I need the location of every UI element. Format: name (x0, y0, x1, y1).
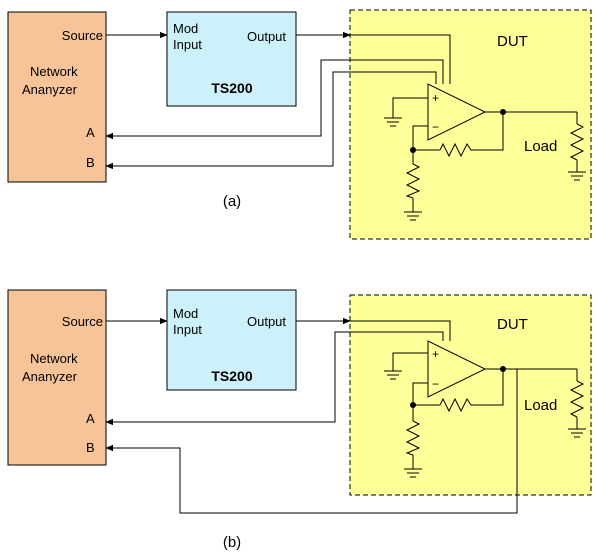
inverting-node (410, 402, 416, 408)
port-a-label: A (86, 125, 95, 140)
opamp-minus: − (432, 377, 439, 391)
port-a-wire (105, 331, 444, 426)
load-label: Load (524, 397, 557, 414)
ground-icon-gain (404, 211, 422, 221)
ts200-title: TS200 (211, 80, 252, 96)
ground-icon-gain (404, 468, 422, 478)
diagram-b: Source Network Ananyzer A B Mod Input Ou… (7, 289, 592, 551)
dut-box (349, 294, 592, 496)
minus-input-wire (412, 125, 428, 150)
wires (105, 31, 578, 212)
analyzer-name-line1: Network (30, 64, 78, 79)
dut-label: DUT (497, 316, 528, 333)
gain-resistor (405, 420, 421, 456)
dut-label: DUT (497, 33, 528, 50)
network-analyzer-box (7, 11, 107, 183)
ts200-output-label: Output (247, 29, 286, 44)
dut-box (349, 9, 592, 240)
minus-input-wire (412, 382, 428, 405)
wires (105, 317, 578, 514)
feedback-right-wire (474, 369, 504, 406)
plus-ground-wire (392, 97, 428, 118)
ts200-box (166, 11, 297, 107)
analyzer-name-line2: Ananyzer (22, 82, 78, 97)
load-resistor (569, 380, 585, 418)
inverting-node (410, 147, 416, 153)
caption-b: (b) (223, 534, 241, 551)
load-resistor (569, 123, 585, 161)
network-analyzer-box (7, 289, 107, 466)
load-label: Load (524, 138, 557, 155)
opamp-plus: + (432, 347, 439, 361)
ts200-title: TS200 (211, 368, 252, 384)
feedback-right-wire (474, 112, 504, 151)
caption-a: (a) (223, 193, 241, 210)
port-a-wire (105, 59, 444, 140)
output-node (500, 109, 506, 115)
port-b-label: B (86, 155, 95, 170)
opamp-minus: − (432, 120, 439, 134)
dut-input-wire (350, 34, 451, 84)
mod-label-line1: Mod (173, 306, 198, 321)
ground-icon-load (568, 171, 586, 181)
ts200-box (166, 289, 297, 391)
feedback-resistor (439, 397, 474, 413)
analyzer-name-line2: Ananyzer (22, 369, 78, 384)
ts200-output-label: Output (247, 314, 286, 329)
port-b-label: B (86, 440, 95, 455)
port-b-wire (105, 71, 437, 170)
port-a-label: A (86, 411, 95, 426)
mod-label-line1: Mod (173, 21, 198, 36)
opamp-symbol (427, 83, 487, 141)
opamp-plus: + (432, 91, 439, 105)
ground-icon-plus (384, 117, 402, 127)
plus-ground-wire (392, 352, 428, 371)
opamp-symbol (427, 340, 487, 398)
gain-resistor (405, 163, 421, 199)
source-label: Source (62, 28, 103, 43)
ground-icon-load (568, 428, 586, 438)
mod-label-line2: Input (173, 322, 202, 337)
output-node (500, 366, 506, 372)
dut-input-wire (350, 320, 451, 341)
analyzer-name-line1: Network (30, 351, 78, 366)
diagram-a: Source Network Ananyzer A B Mod Input Ou… (7, 9, 592, 240)
ground-icon-plus (384, 370, 402, 380)
source-label: Source (62, 314, 103, 329)
mod-label-line2: Input (173, 37, 202, 52)
feedback-resistor (439, 142, 474, 158)
